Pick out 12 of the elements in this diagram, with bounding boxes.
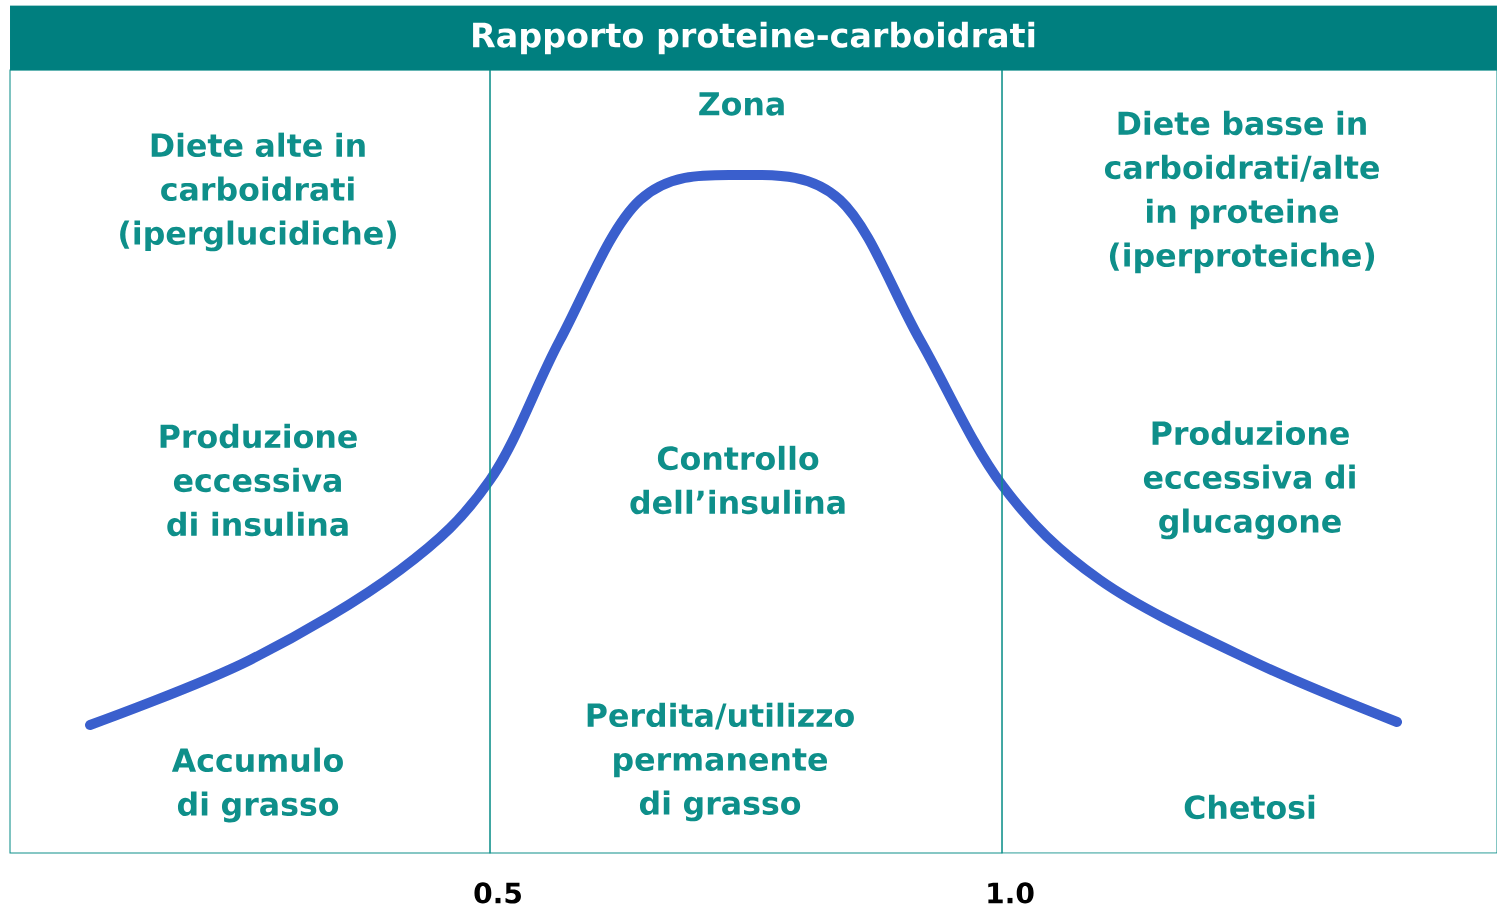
axis-value: 0.5: [474, 882, 521, 904]
axis-value: 1.0: [988, 882, 1034, 904]
column-text: Controllo dell’insulina: [630, 445, 845, 515]
column-text: Produzione eccessiva di insulina: [160, 423, 357, 537]
column-text: Diete basse in carboidrati/alte in proteine (iperproteiche): [1105, 110, 1379, 274]
column-text: Diete alte in carboidrati (iperglucidiche): [120, 132, 396, 252]
column-text: Zona: [699, 92, 784, 116]
title-bar: Rapporto proteine-carboidrati: [10, 5, 1497, 71]
column-text: Accumulo di grasso: [171, 747, 343, 823]
column-text: Perdita/utilizzo permanente di grasso: [587, 702, 854, 822]
column-text: Chetosi: [1184, 794, 1315, 820]
column-text: Produzione eccessiva di glucagone: [1143, 420, 1355, 540]
